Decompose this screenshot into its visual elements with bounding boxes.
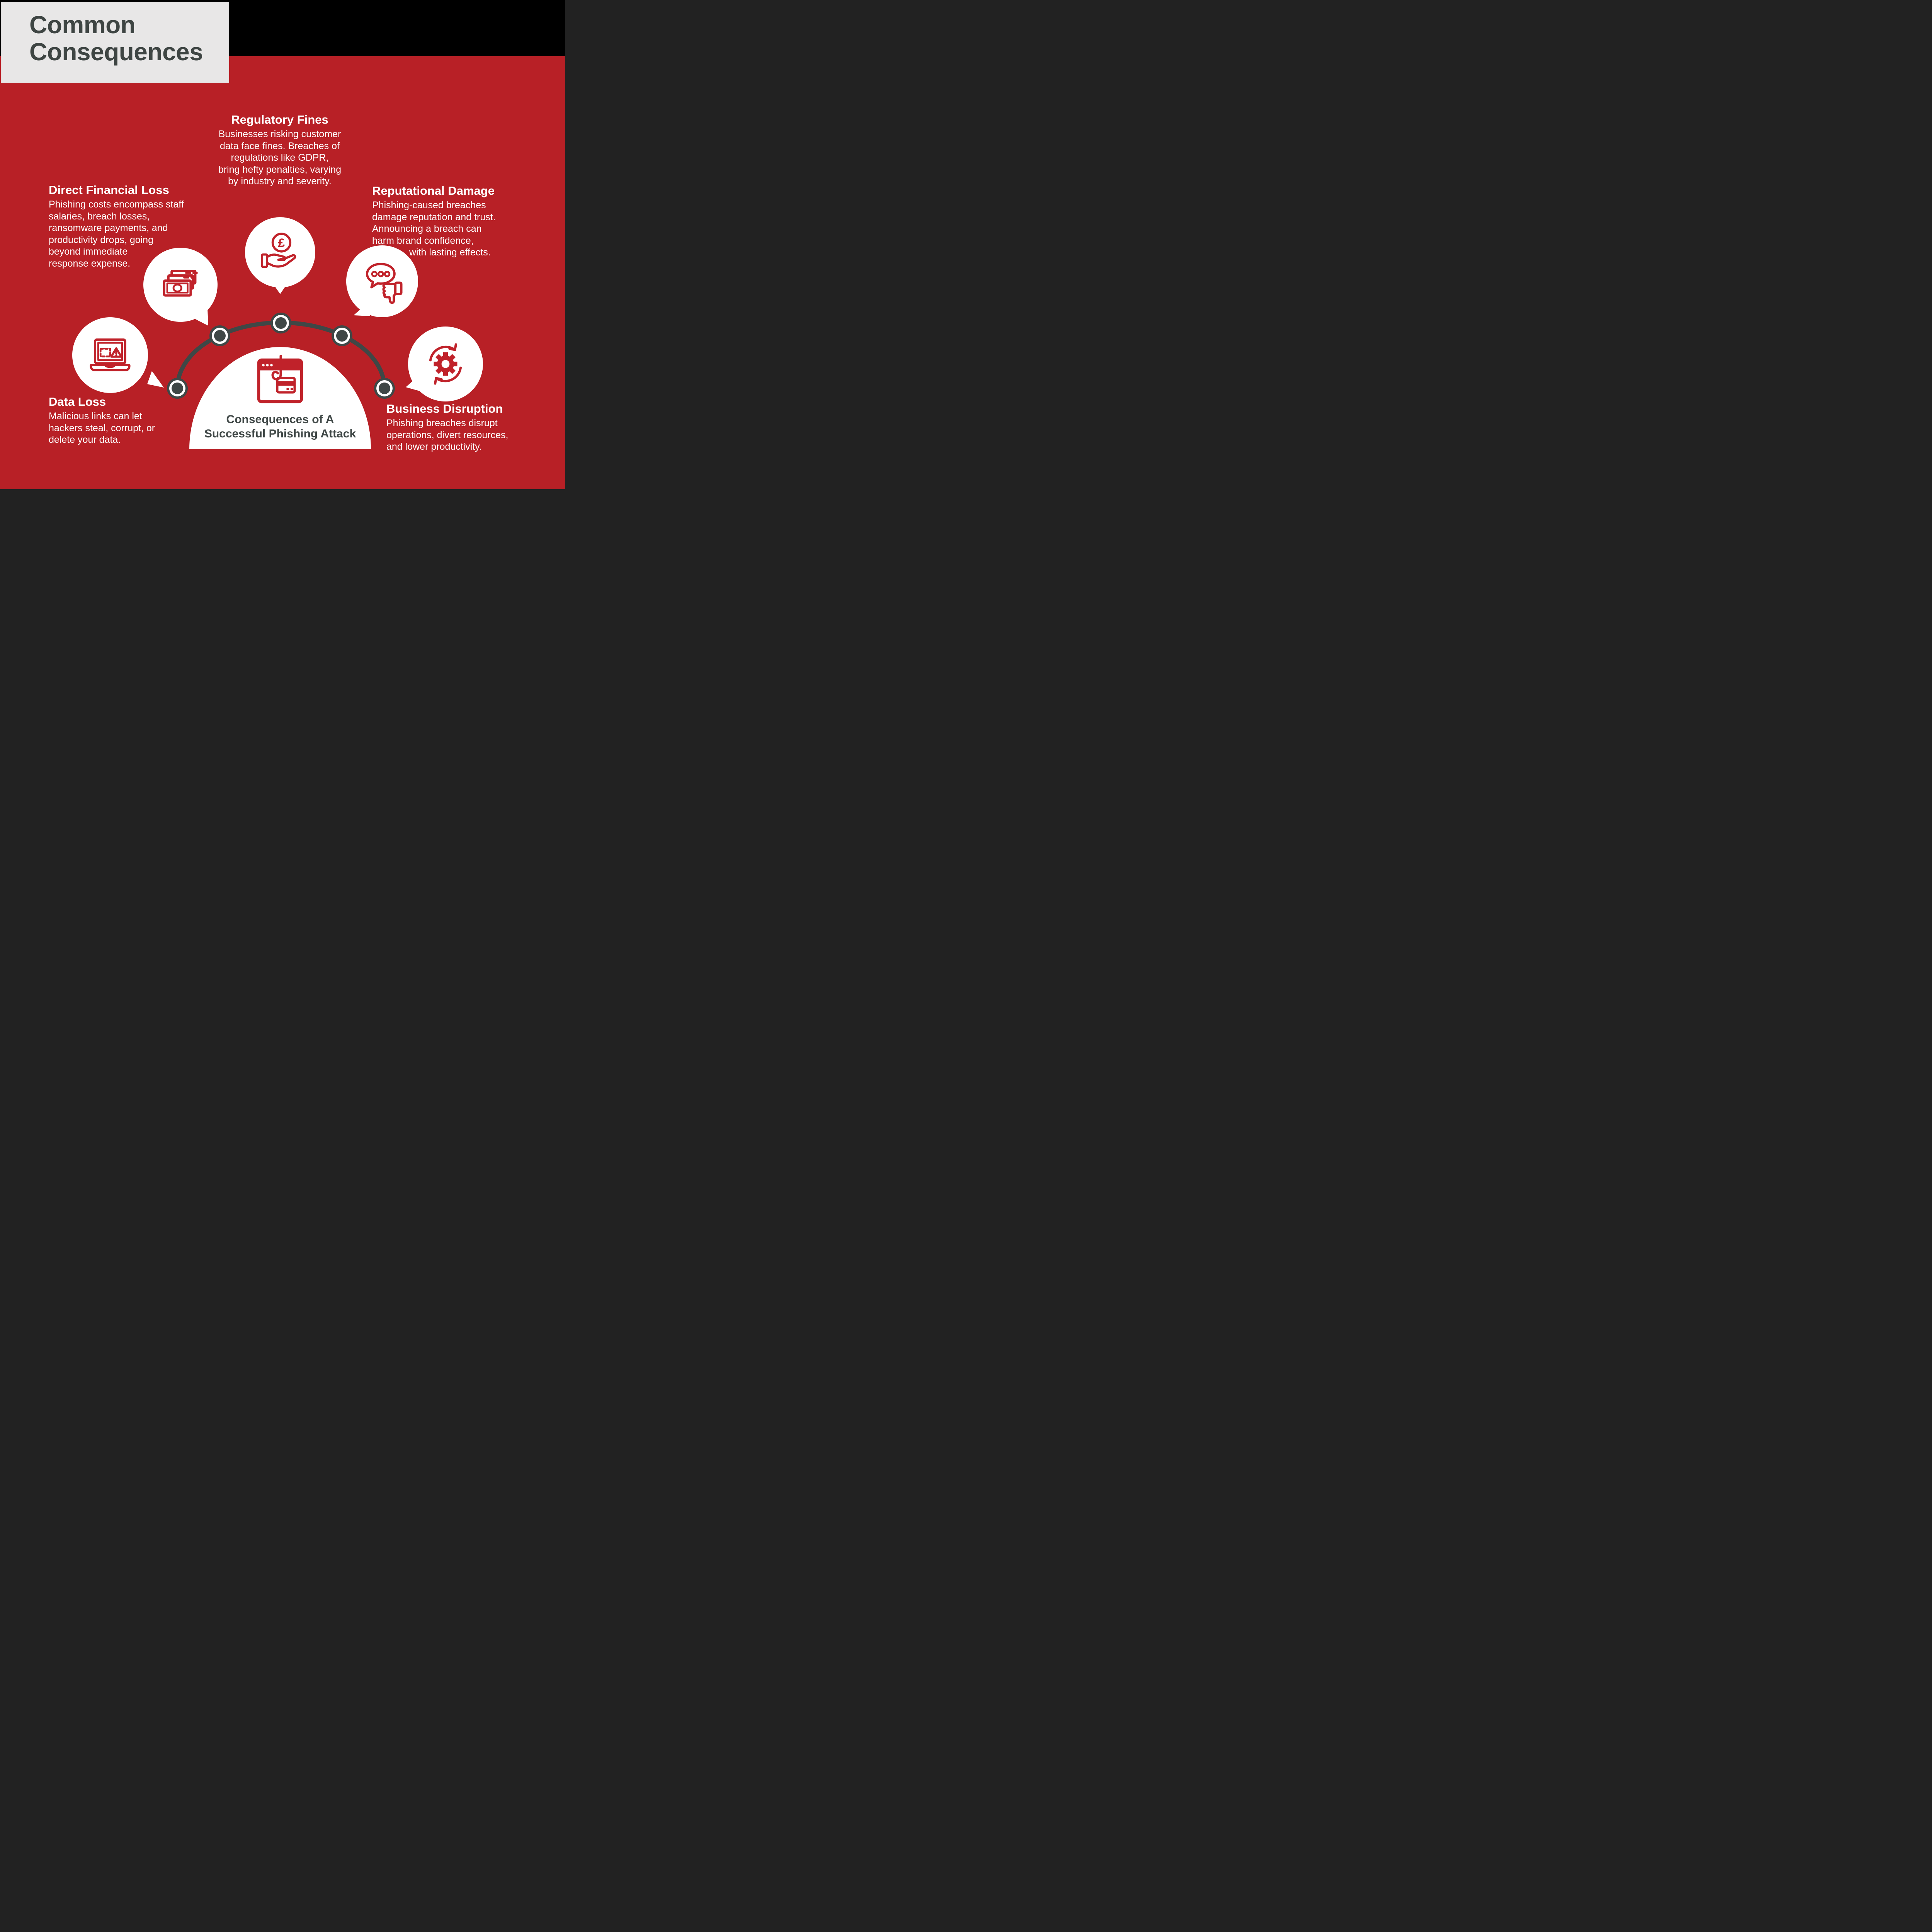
phishing-browser-icon [257, 355, 303, 403]
section-text-line: operations, divert resources, [386, 429, 509, 440]
section-business-disruption: Business Disruption Phishing breaches di… [386, 402, 545, 453]
center-title: Consequences of A Successful Phishing At… [189, 412, 371, 441]
connector-arc-layer [147, 281, 420, 399]
section-heading: Data Loss [49, 395, 106, 408]
regulatory-fines-circle: £ [245, 217, 315, 287]
section-text-line: beyond immediate [49, 246, 128, 257]
section-text-line: data face fines. Breaches of [220, 140, 340, 151]
section-text-line: harm brand confidence, [372, 235, 474, 246]
section-text-line: Malicious links can let [49, 411, 142, 422]
section-text-line: by industry and severity. [228, 176, 332, 187]
section-text-line: ransomware payments, and [49, 223, 168, 233]
section-heading: Reputational Damage [372, 184, 495, 197]
business-disruption-circle [408, 327, 483, 401]
arc-node-dot [209, 325, 230, 346]
data-loss-circle [72, 317, 148, 393]
section-text-line: Phishing-caused breaches [372, 200, 486, 211]
page-title-line: Consequences [29, 38, 203, 66]
center-dome: Consequences of A Successful Phishing At… [189, 347, 371, 449]
arc-node-dot [332, 325, 352, 346]
section-text-line: Phishing costs encompass staff [49, 199, 184, 210]
section-heading: Business Disruption [386, 402, 503, 415]
section-text-line: and lower productivity. [386, 441, 482, 452]
pointer-triangle [147, 371, 164, 388]
section-heading: Regulatory Fines [231, 113, 328, 126]
section-reputational-damage: Reputational Damage Phishing-caused brea… [372, 184, 527, 259]
section-text-line: hackers steal, corrupt, or [49, 422, 155, 434]
laptop-warning-icon [90, 338, 131, 371]
arc-node-dot [167, 378, 188, 399]
title-panel: Common Consequences [1, 2, 229, 83]
speech-thumbs-down-icon [366, 263, 403, 304]
section-heading: Direct Financial Loss [49, 183, 169, 197]
banknotes-icon [163, 270, 198, 297]
section-text-line: with lasting effects. [409, 247, 491, 258]
page-title: Common Consequences [29, 11, 203, 65]
section-direct-financial-loss: Direct Financial Loss Phishing costs enc… [49, 183, 223, 269]
gear-sync-icon [429, 343, 462, 385]
direct-financial-loss-circle [143, 248, 218, 322]
section-text-line: Phishing breaches disrupt [386, 418, 498, 429]
section-text-line: delete your data. [49, 434, 121, 445]
section-text-line: response expense. [49, 258, 131, 269]
section-text-line: Announcing a breach can [372, 223, 482, 234]
pound-hand-icon: £ [261, 233, 296, 268]
section-text-line: productivity drops, going [49, 234, 153, 245]
center-title-line: Successful Phishing Attack [204, 427, 356, 440]
arc-node-dot [374, 378, 395, 399]
section-text-line: Businesses risking customer [218, 129, 341, 139]
section-regulatory-fines: Regulatory Fines Businesses risking cust… [204, 113, 355, 187]
section-text-line: bring hefty penalties, varying [218, 164, 342, 175]
arc-node-dot [270, 313, 291, 333]
reputational-damage-circle [346, 245, 418, 317]
section-text-line: regulations like GDPR, [231, 152, 329, 163]
svg-text:£: £ [278, 236, 285, 250]
section-text-line: damage reputation and trust. [372, 211, 496, 223]
section-data-loss: Data Loss Malicious links can let hacker… [49, 395, 196, 446]
center-title-line: Consequences of A [226, 413, 334, 426]
page-title-line: Common [29, 11, 136, 39]
section-text-line: salaries, breach losses, [49, 211, 150, 222]
infographic-canvas: Common Consequences Regulatory Fines Bus… [0, 0, 565, 489]
